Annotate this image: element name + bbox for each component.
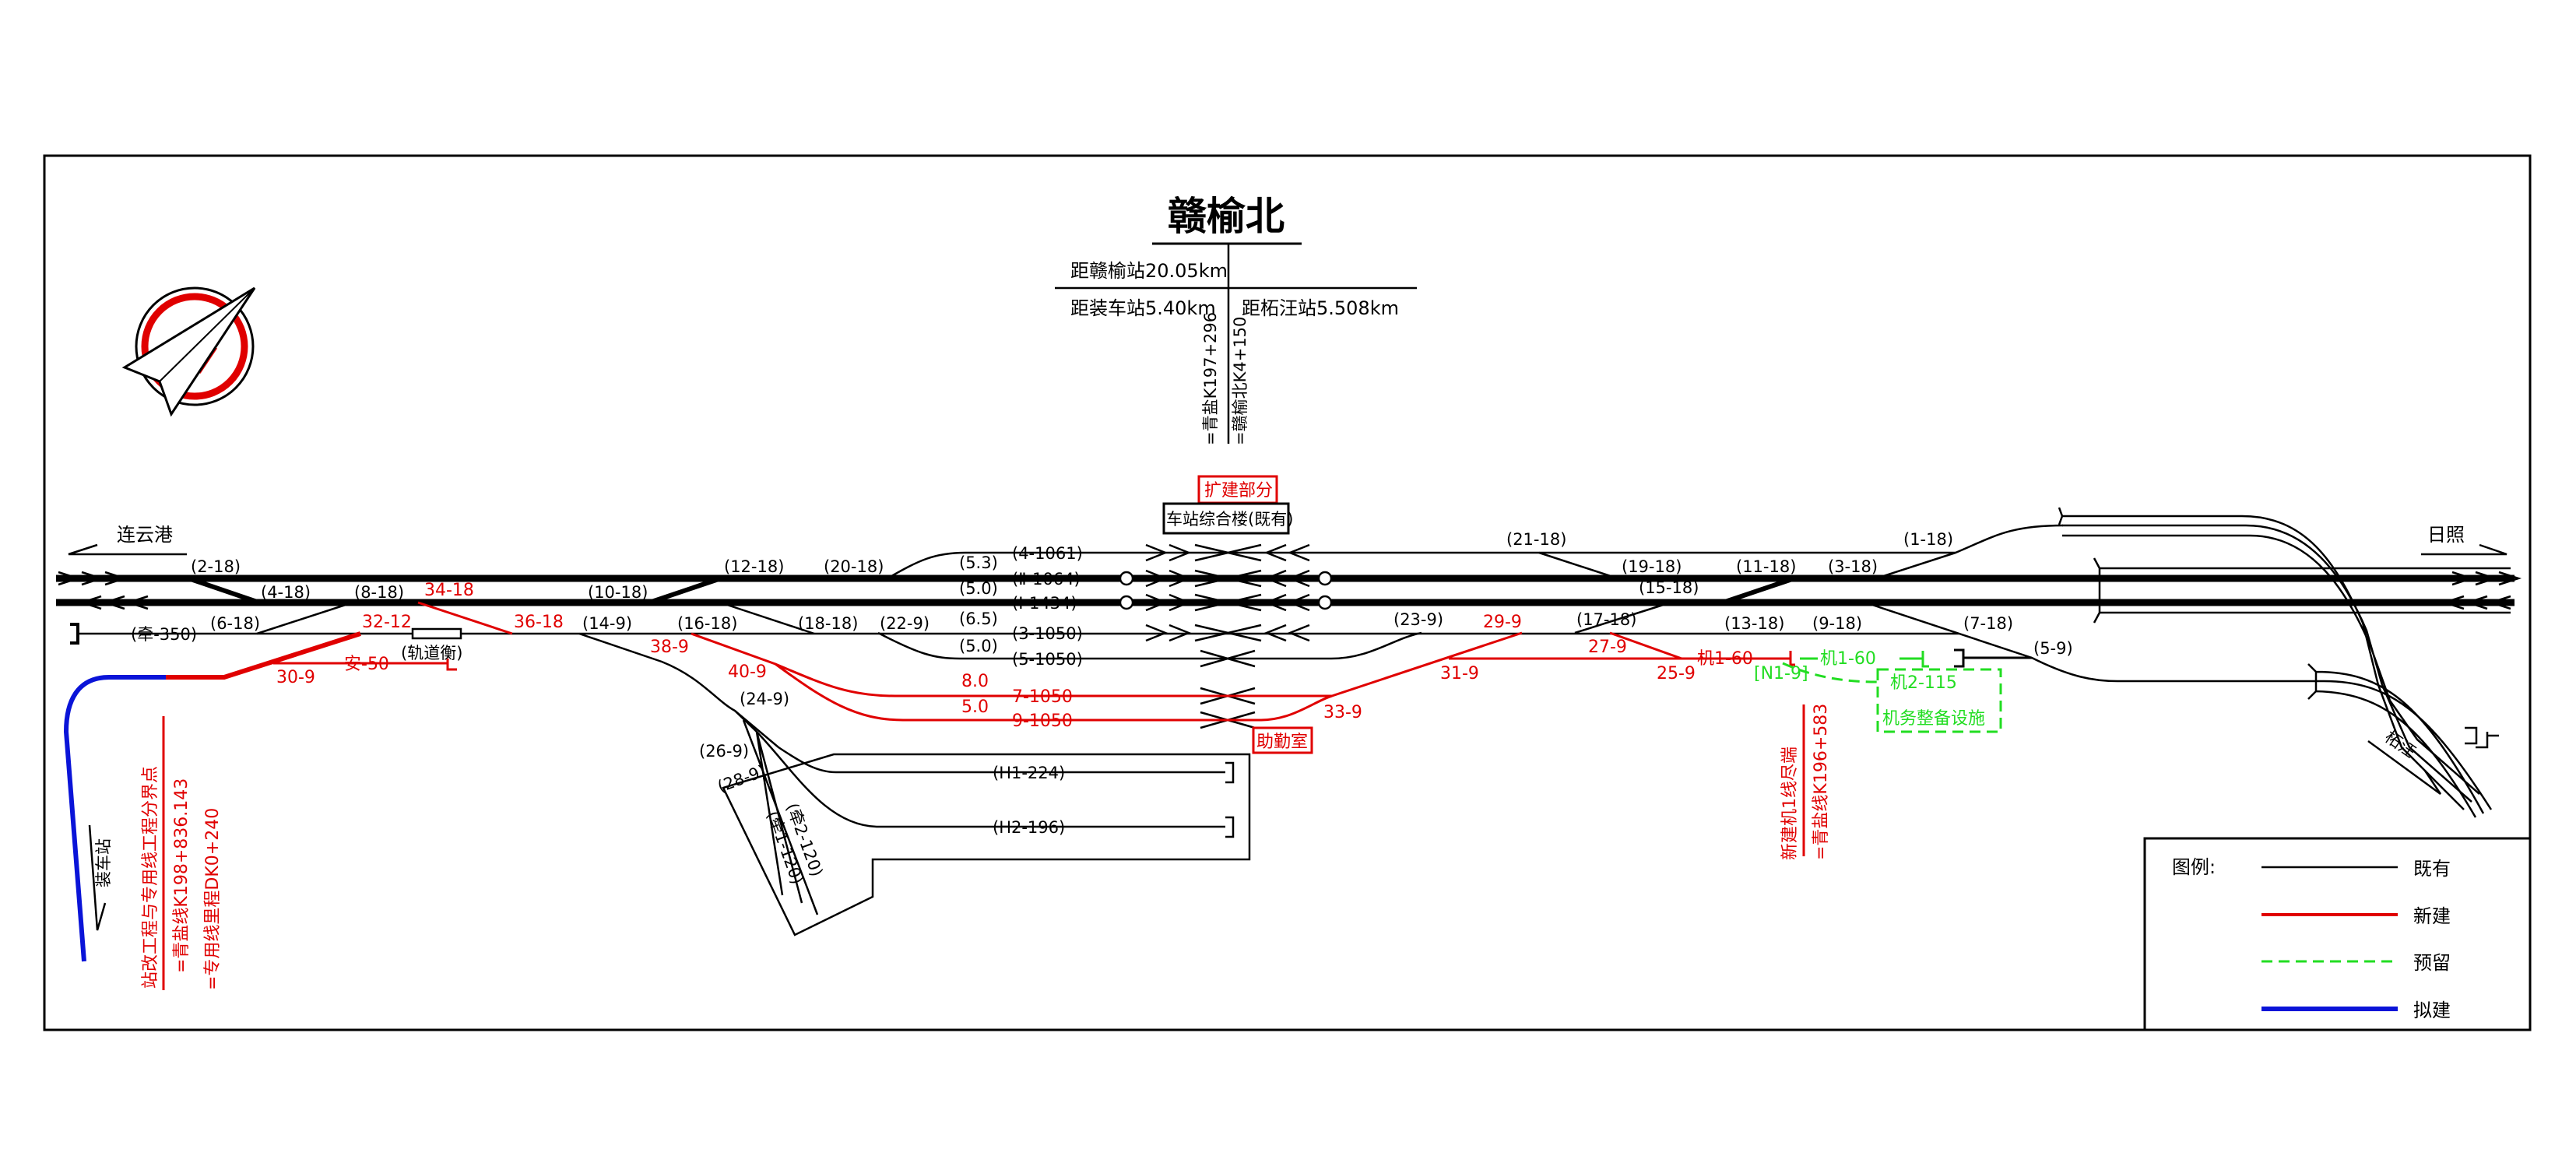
boundary-note-k1: =青盐线K198+836.143	[172, 778, 192, 973]
expansion-label: 扩建部分	[1204, 481, 1273, 501]
arrow-left-icon	[68, 543, 187, 556]
mileage-qingyan: =青盐K197+296	[1201, 312, 1220, 445]
switch-label: (9-18)	[1812, 614, 1862, 633]
legend-label-existing: 既有	[2413, 858, 2451, 880]
legend-label-reserved: 预留	[2413, 952, 2451, 974]
new-tracks	[166, 601, 1791, 722]
switch-label: (23-9)	[1393, 610, 1443, 629]
track-label: (4-1061)	[1012, 544, 1083, 563]
boundary-note-k2: =专用线里程DK0+240	[203, 808, 223, 990]
switch-label: (24-9)	[740, 690, 789, 708]
station-title: 赣榆北	[1168, 194, 1284, 239]
switch-label: (11-18)	[1736, 557, 1796, 576]
switch-label: (2-18)	[191, 557, 241, 576]
switch-label: (26-9)	[699, 742, 749, 761]
boundary-note-title: 站改工程与专用线工程分界点	[141, 766, 160, 989]
reserved-tracks	[1782, 651, 2002, 733]
track-label: (牵-350)	[131, 625, 197, 644]
switch-label: (6-18)	[210, 614, 260, 633]
switch-label: (15-18)	[1639, 578, 1699, 597]
arrow-loading-icon	[88, 824, 107, 931]
track-scale-label: (轨道衡)	[401, 644, 462, 662]
distance-ganyu: 距赣榆站20.05km	[1070, 260, 1228, 282]
switch-label: (1-18)	[1903, 530, 1953, 549]
yard-tracks	[578, 632, 1251, 936]
switch-label: (16-18)	[677, 614, 737, 633]
spacing-label: (6.5)	[959, 610, 998, 628]
distance-loading: 距装车站5.40km	[1070, 297, 1216, 319]
red-labels: 34-18 32-12 36-18 30-9 安-50 38-9 40-9 8.…	[276, 581, 1753, 731]
spacing-label: 8.0	[961, 672, 989, 691]
proposed-track	[63, 675, 166, 962]
spacing-label: (5.0)	[959, 579, 998, 598]
distance-zhewang: 距柘汪站5.508km	[1242, 297, 1399, 319]
switch-label: (7-18)	[1963, 614, 2013, 633]
track-label: (Ⅰ-1434)	[1012, 594, 1077, 613]
track-label: (3-1050)	[1012, 624, 1083, 643]
black-labels: (2-18) (4-18) (8-18) (6-18) (10-18) (12-…	[131, 530, 2073, 887]
legend-title: 图例:	[2172, 856, 2216, 878]
spacing-label: (5.3)	[959, 553, 998, 572]
switch-label: 38-9	[650, 638, 689, 657]
switch-label: (10-18)	[588, 583, 648, 602]
switch-label: (28-9)	[715, 761, 768, 796]
depot-end-k: =青盐线K196+583	[1812, 704, 1831, 860]
spacing-label: 5.0	[961, 697, 989, 717]
track-label: 9-1050	[1012, 711, 1073, 731]
switch-label: (12-18)	[724, 557, 784, 576]
switch-label: 31-9	[1440, 664, 1479, 683]
reserved-switch-label: [N1-9]	[1754, 664, 1808, 683]
reserved-track-label: 机1-60	[1820, 649, 1876, 669]
switch-label: 34-18	[424, 581, 474, 600]
switch-label: 27-9	[1588, 638, 1627, 657]
arrow-right-icon	[2421, 543, 2507, 556]
switch-label: (4-18)	[261, 583, 311, 602]
track-label: (Ⅱ-1064)	[1012, 570, 1081, 589]
switch-label: 32-12	[362, 613, 412, 632]
switch-label: 30-9	[276, 668, 315, 687]
switch-label: (19-18)	[1622, 557, 1682, 576]
legend: 图例: 既有 新建 预留 拟建	[2143, 837, 2532, 1031]
switch-label: (3-18)	[1828, 557, 1878, 576]
switch-label: (14-9)	[582, 614, 632, 633]
switch-label: 40-9	[728, 662, 767, 682]
switch-label: (13-18)	[1724, 614, 1784, 633]
track-label: 安-50	[344, 655, 389, 674]
duty-room-label: 助勤室	[1256, 733, 1308, 752]
reserved-track-label: 机2-115	[1890, 673, 1957, 693]
main-tracks	[56, 524, 2522, 729]
switch-label: (17-18)	[1576, 610, 1636, 629]
switch-label: 33-9	[1323, 703, 1362, 722]
track-label: (H2-196)	[993, 818, 1065, 837]
station-building-box	[1162, 502, 1290, 535]
switch-label: (18-18)	[798, 614, 858, 633]
drawing-frame	[43, 154, 2532, 1031]
switch-label: 36-18	[514, 613, 564, 632]
track-label: 机1-60	[1697, 649, 1753, 669]
track-label: (5-1050)	[1012, 650, 1083, 669]
spacing-label: (5.0)	[959, 637, 998, 655]
right-junction-tracks	[2058, 507, 2511, 818]
switch-label: 29-9	[1483, 613, 1522, 632]
direction-loading-station: 装车站	[94, 838, 113, 887]
track-label: 7-1050	[1012, 687, 1073, 707]
track-label: (H1-224)	[993, 764, 1065, 782]
station-building-label: 车站综合楼(既有)	[1166, 510, 1293, 529]
duty-room-box	[1252, 726, 1313, 754]
direction-lianyungang: 连云港	[117, 524, 173, 546]
switch-label: (20-18)	[824, 557, 884, 576]
switch-label: (21-18)	[1506, 530, 1566, 549]
switch-label: (8-18)	[354, 583, 404, 602]
depot-facility-label: 机务整备设施	[1882, 709, 1985, 729]
direction-rizhao: 日照	[2427, 524, 2465, 546]
depot-end-title: 新建机1线尽端	[1780, 747, 1800, 860]
railway-logo	[121, 286, 256, 417]
switch-label: (5-9)	[2033, 639, 2073, 658]
switch-label: (22-9)	[880, 614, 930, 633]
legend-label-new: 新建	[2413, 905, 2451, 927]
mileage-ganyubei: =赣榆北K4+150	[1231, 317, 1249, 445]
legend-label-proposed: 拟建	[2413, 1000, 2451, 1021]
switch-label: 25-9	[1657, 664, 1696, 683]
arrow-zhewang-icon	[2367, 740, 2442, 796]
